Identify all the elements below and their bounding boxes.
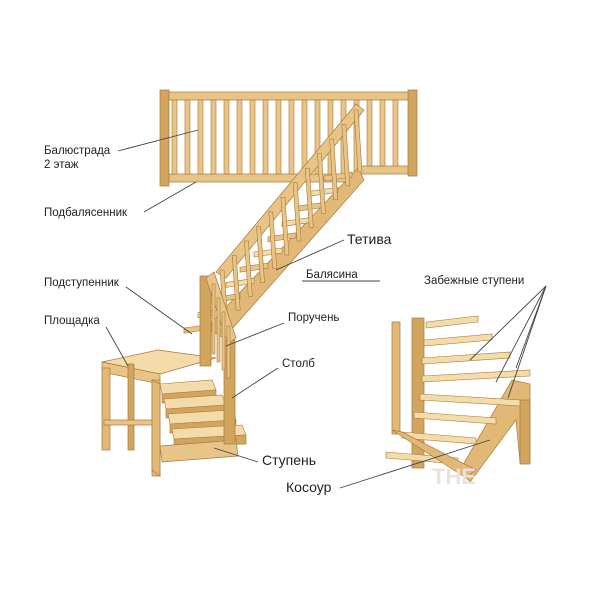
- upper-baluster: [197, 99, 204, 175]
- label-landing: Площадка: [44, 315, 100, 327]
- upper-flight-baluster: [280, 196, 290, 256]
- upper-flight-handrail: [215, 103, 365, 279]
- leader-stringer-side: [275, 239, 345, 271]
- landing-platform: [101, 349, 217, 477]
- upper-flight-baluster: [329, 138, 338, 200]
- upper-baluster: [314, 99, 321, 175]
- label-riser: Подступенник: [44, 277, 120, 289]
- upper-baluster: [262, 99, 269, 175]
- winder-step: [425, 315, 479, 329]
- winder-center-post: [411, 317, 425, 469]
- winder-right-leg: [519, 399, 531, 465]
- leader-winder-2: [495, 285, 547, 383]
- winder-step: [413, 411, 497, 425]
- upper-flight-baluster: [341, 124, 351, 187]
- winder-staircase: [385, 315, 531, 483]
- main-staircase: [101, 89, 418, 477]
- newel-posts: [199, 271, 237, 445]
- label-step: Ступень: [262, 452, 316, 468]
- leader-landing: [105, 326, 129, 367]
- newel-post-landing: [199, 275, 212, 367]
- lower-balusters: [211, 283, 231, 379]
- upper-baluster: [392, 99, 399, 167]
- label-winder-steps: Забежные ступени: [424, 275, 524, 287]
- lower-baluster: [211, 283, 216, 355]
- upper-flight-baluster: [231, 255, 241, 311]
- label-stringer-side: Тетива: [347, 231, 392, 247]
- upper-baluster: [210, 99, 217, 175]
- labels: Балюстрада 2 этаж Подбалясенник Тетива Б…: [44, 145, 524, 495]
- label-sub-baluster: Подбалясенник: [44, 207, 128, 219]
- upper-baluster: [275, 99, 282, 175]
- landing-leg-front-left: [101, 367, 111, 451]
- upper-balusters: [171, 99, 399, 175]
- winder-step: [419, 393, 521, 407]
- leader-sub-baluster: [143, 181, 197, 213]
- upper-flight-step: [267, 232, 297, 243]
- upper-balustrade-top-rail: [161, 91, 415, 101]
- leader-riser: [125, 286, 193, 335]
- landing-brace: [103, 419, 159, 426]
- upper-baluster: [379, 99, 386, 167]
- upper-baluster: [249, 99, 256, 175]
- upper-balustrade: [159, 89, 418, 187]
- leader-winder-4: [515, 285, 547, 369]
- upper-flight-baluster: [292, 182, 302, 242]
- winder-center-stringer: [391, 429, 477, 479]
- upper-flight-baluster: [256, 226, 265, 283]
- winder-step: [421, 351, 511, 365]
- leader-step: [213, 447, 259, 463]
- winder-step: [423, 333, 493, 347]
- upper-flight-baluster: [268, 211, 278, 270]
- label-stringer-center: Косоур: [286, 479, 332, 495]
- upper-flight-baluster: [244, 240, 253, 297]
- upper-balustrade-right-bottom-rail: [357, 165, 415, 175]
- upper-flight-baluster: [353, 109, 363, 173]
- leader-handrail: [225, 322, 285, 347]
- lower-baluster: [221, 311, 226, 371]
- leader-balustrade: [117, 129, 199, 152]
- label-post: Столб: [282, 358, 315, 370]
- leader-lines: [105, 129, 547, 489]
- upper-baluster: [301, 99, 308, 175]
- upper-baluster: [184, 99, 191, 175]
- upper-baluster: [288, 99, 295, 175]
- label-handrail: Поручень: [288, 312, 339, 324]
- upper-baluster: [366, 99, 373, 167]
- leader-winder-1: [469, 285, 547, 361]
- upper-flight: [183, 103, 365, 339]
- leader-stringer-center: [339, 439, 491, 489]
- watermark-text: THE: [432, 464, 476, 489]
- winder-step: [421, 369, 531, 383]
- landing-leg-back: [127, 363, 135, 451]
- upper-balustrade-right-post: [407, 89, 418, 177]
- label-balustrade-line2: 2 этаж: [44, 159, 79, 171]
- label-baluster: Балясина: [306, 269, 358, 281]
- lower-baluster: [216, 297, 221, 363]
- label-balustrade-line1: Балюстрада: [44, 145, 111, 157]
- lower-baluster: [226, 325, 231, 379]
- upper-flight-baluster: [317, 153, 326, 214]
- upper-flight-baluster: [304, 167, 314, 228]
- winder-left-post: [391, 321, 401, 435]
- leader-post: [231, 367, 279, 399]
- upper-baluster: [223, 99, 230, 175]
- lower-flight-side-stringer: [151, 379, 161, 477]
- upper-baluster: [236, 99, 243, 175]
- leader-winder-3: [507, 285, 547, 399]
